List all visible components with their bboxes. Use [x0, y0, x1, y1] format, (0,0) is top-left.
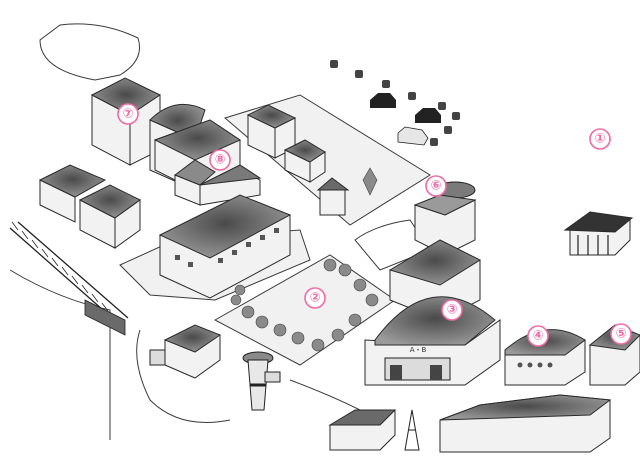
building-7 [90, 77, 242, 191]
building-8 [158, 159, 292, 299]
building-upper-center [246, 104, 326, 183]
svg-text:⑥: ⑥ [430, 179, 441, 194]
marker-2[interactable]: ② [304, 287, 326, 309]
park-2 [230, 258, 379, 352]
car-icon [415, 108, 441, 123]
svg-text:②: ② [309, 291, 320, 306]
hangar-sign: A・B [410, 346, 427, 354]
shed-center [316, 167, 378, 216]
svg-text:④: ④ [532, 329, 543, 344]
marker-6[interactable]: ⑥ [425, 175, 447, 197]
svg-text:⑧: ⑧ [214, 153, 225, 168]
water-tower [242, 351, 281, 411]
car-icon [370, 93, 396, 108]
marker-7[interactable]: ⑦ [117, 103, 139, 125]
marker-5[interactable]: ⑤ [610, 323, 632, 345]
parking-lot [330, 60, 460, 146]
svg-text:⑤: ⑤ [615, 327, 626, 342]
transmission-tower-icon [404, 409, 420, 451]
svg-text:③: ③ [446, 303, 457, 318]
marker-3[interactable]: ③ [441, 299, 463, 321]
svg-text:①: ① [594, 132, 605, 147]
hangar-3: A・B [364, 296, 501, 386]
building-1 [563, 211, 634, 256]
car-icon [397, 126, 429, 146]
svg-text:⑦: ⑦ [122, 107, 133, 122]
railway [9, 221, 129, 336]
tree-icon [362, 167, 378, 196]
bottom-buildings [328, 394, 612, 453]
marker-8[interactable]: ⑧ [209, 149, 231, 171]
marker-1[interactable]: ① [589, 128, 611, 150]
building-lower-left [149, 324, 222, 379]
marker-4[interactable]: ④ [527, 325, 549, 347]
building-left-block [38, 164, 141, 249]
